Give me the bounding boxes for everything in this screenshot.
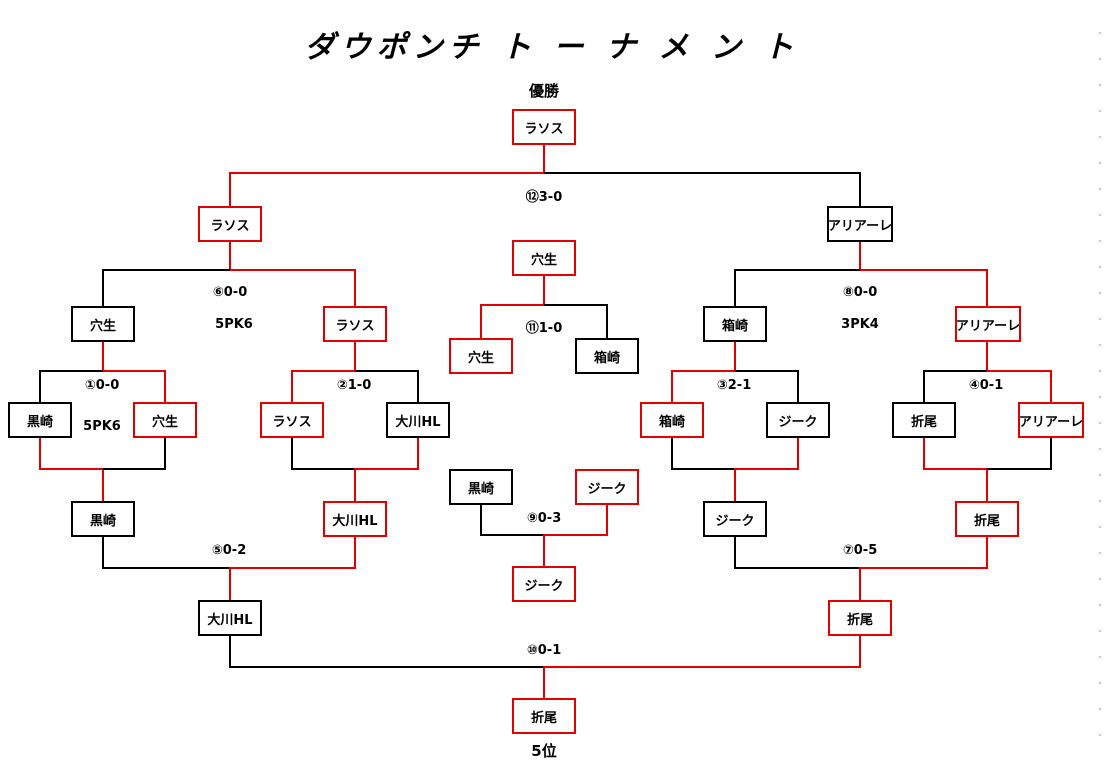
box-semi-right-2: アリアーレ bbox=[955, 306, 1021, 342]
box-r1-8: アリアーレ bbox=[1018, 402, 1084, 438]
box-final-right: アリアーレ bbox=[827, 206, 893, 242]
line-m4-drop-a bbox=[923, 438, 988, 501]
box-semi-right-1: 箱崎 bbox=[703, 306, 767, 342]
line-m5-loser bbox=[102, 537, 230, 569]
line-m2-drop-b bbox=[354, 438, 419, 501]
line-m1-drop-b bbox=[103, 438, 166, 470]
score-match-9: ⑨0-3 bbox=[526, 511, 562, 526]
box-r1-6: ジーク bbox=[766, 402, 830, 438]
score-match-11: ⑪1-0 bbox=[525, 321, 563, 336]
line-m1-drop-a bbox=[39, 438, 104, 501]
line-m9-loser bbox=[480, 505, 544, 536]
score-match-1: ①0-0 bbox=[84, 378, 120, 393]
box-r1-4: 大川HL bbox=[386, 402, 450, 438]
box-semi-left-2: ラソス bbox=[323, 306, 387, 342]
line-m11-winner bbox=[480, 276, 545, 338]
line-m10-winner bbox=[543, 636, 861, 698]
box-r1-7: 折尾 bbox=[892, 402, 956, 438]
box-r1-5: 箱崎 bbox=[640, 402, 704, 438]
score-match-3: ③2-1 bbox=[716, 378, 752, 393]
box-fifth-right: 折尾 bbox=[828, 600, 892, 636]
line-m7-loser bbox=[734, 537, 860, 569]
champion-label: 優勝 bbox=[528, 82, 560, 100]
line-m6-loser bbox=[102, 269, 230, 306]
box-fifth-left: 大川HL bbox=[198, 600, 262, 636]
score-match-5: ⑤0-2 bbox=[211, 543, 247, 558]
line-m1-loser bbox=[39, 370, 103, 402]
line-m8-winner bbox=[859, 242, 988, 306]
line-m4-winner bbox=[986, 342, 1052, 402]
line-m3-drop-a bbox=[671, 438, 735, 470]
box-left-loser-1: 黒崎 bbox=[71, 501, 135, 537]
box-r1-1: 黒崎 bbox=[8, 402, 72, 438]
box-semi-left-1: 穴生 bbox=[71, 306, 135, 342]
box-r1-3: ラソス bbox=[260, 402, 324, 438]
box-right-loser-1: ジーク bbox=[703, 501, 767, 537]
line-m8-loser bbox=[734, 269, 860, 306]
line-m3-loser bbox=[735, 370, 799, 402]
box-r1-2: 穴生 bbox=[133, 402, 197, 438]
line-final-winner bbox=[229, 145, 545, 206]
score-match-10: ⑩0-1 bbox=[526, 643, 562, 658]
line-m9-winner bbox=[543, 505, 608, 566]
box-right-loser-2: 折尾 bbox=[955, 501, 1019, 537]
line-m3-drop-b bbox=[734, 438, 799, 501]
score-match-6: ⑥0-0 bbox=[212, 285, 248, 300]
box-match9-right: ジーク bbox=[575, 469, 639, 505]
line-m3-winner bbox=[671, 342, 736, 402]
pk-match-8: 3PK4 bbox=[841, 317, 879, 332]
fifth-place-label: 5位 bbox=[531, 742, 557, 760]
box-third-winner: 穴生 bbox=[512, 240, 576, 276]
box-third-right: 箱崎 bbox=[575, 338, 639, 374]
line-m5-winner bbox=[229, 537, 356, 600]
score-match-7: ⑦0-5 bbox=[842, 543, 878, 558]
box-fifth-winner: 折尾 bbox=[512, 698, 576, 734]
line-m2-winner bbox=[291, 342, 356, 402]
line-m7-winner bbox=[859, 537, 988, 600]
pk-match-1: 5PK6 bbox=[83, 419, 121, 434]
line-final-loser bbox=[544, 172, 861, 206]
line-m11-loser bbox=[544, 304, 608, 338]
box-third-left: 穴生 bbox=[449, 338, 513, 374]
line-m10-loser bbox=[229, 636, 544, 668]
box-match9-winner: ジーク bbox=[512, 566, 576, 602]
box-match9-left: 黒崎 bbox=[449, 469, 513, 505]
line-m4-loser bbox=[923, 370, 987, 402]
box-left-loser-2: 大川HL bbox=[323, 501, 387, 537]
line-m2-drop-a bbox=[291, 438, 355, 470]
page-edge-dots bbox=[1098, 20, 1102, 760]
box-champion: ラソス bbox=[512, 109, 576, 145]
pk-match-6: 5PK6 bbox=[215, 317, 253, 332]
score-match-2: ②1-0 bbox=[336, 378, 372, 393]
tournament-title: ダウポンチ ト ー ナ メ ン ト bbox=[304, 30, 800, 65]
line-m2-loser bbox=[355, 370, 419, 402]
score-match-8: ⑧0-0 bbox=[842, 285, 878, 300]
score-match-12: ⑫3-0 bbox=[525, 190, 563, 205]
line-m6-winner bbox=[229, 242, 356, 306]
line-m4-drop-b bbox=[987, 438, 1052, 470]
score-match-4: ④0-1 bbox=[968, 378, 1004, 393]
box-final-left: ラソス bbox=[198, 206, 262, 242]
line-m1-winner bbox=[102, 342, 166, 402]
